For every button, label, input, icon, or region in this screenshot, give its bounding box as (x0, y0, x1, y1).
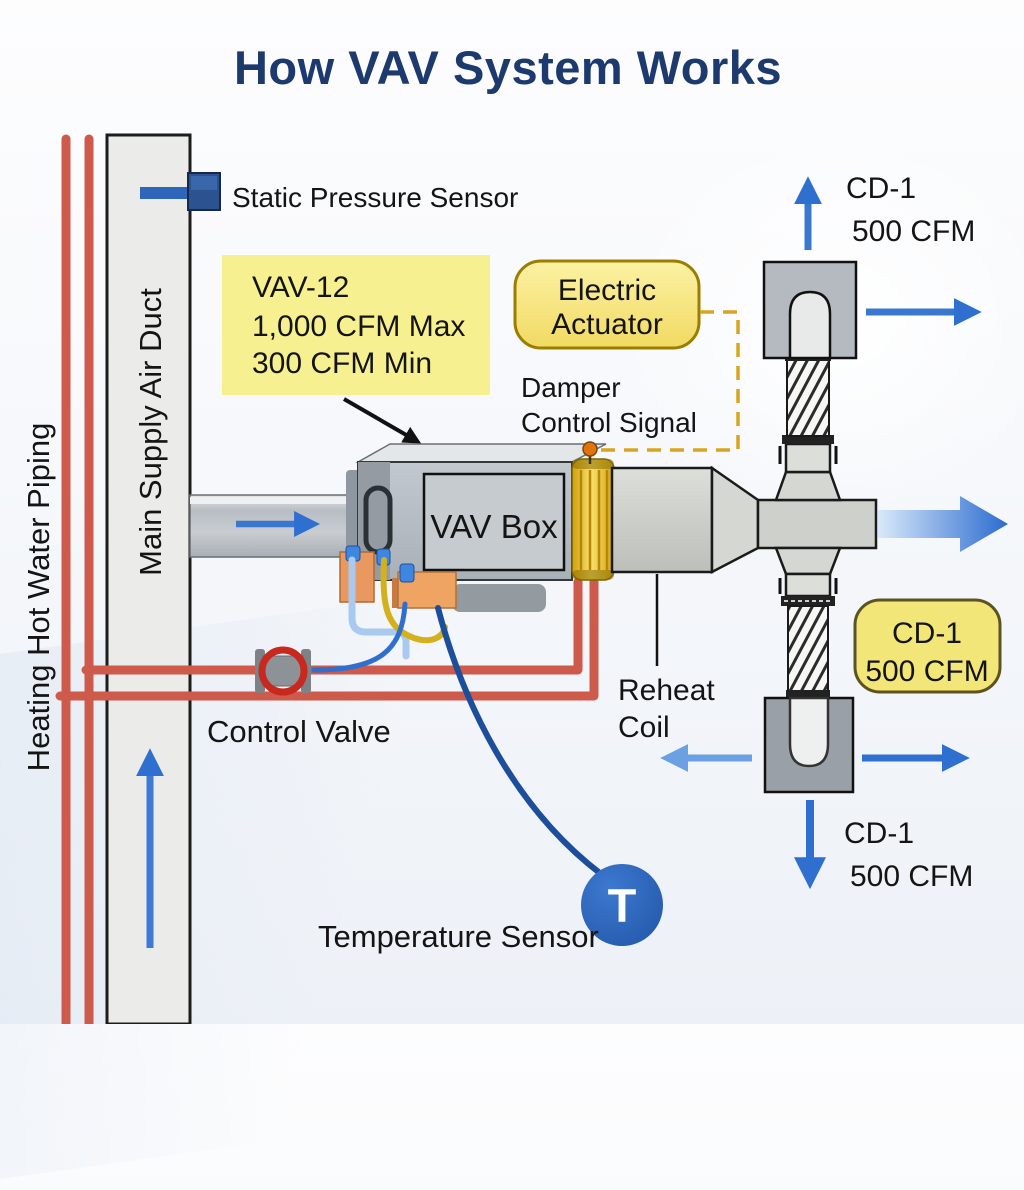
static-pressure-sensor-icon (140, 172, 221, 211)
reheat-coil-label: Reheat Coil (618, 674, 715, 744)
main-supply-duct: Main Supply Air Duct (105, 133, 192, 1024)
controller-block (397, 571, 457, 609)
hot-water-label: Heating Hot Water Piping (21, 423, 56, 772)
pneumatic-tube (348, 556, 410, 660)
vav-tag-line3: 300 CFM Min (252, 347, 432, 380)
yellow-wire (380, 557, 448, 644)
temp-sensor-wire (435, 605, 604, 877)
vav-tag-callout: VAV-12 1,000 CFM Max 300 CFM Min (222, 255, 490, 444)
upper-branch-duct (774, 351, 842, 502)
control-valve-label: Control Valve (207, 714, 391, 749)
reheat-line1: Reheat (618, 674, 715, 707)
vav-tag-line1: VAV-12 (252, 271, 349, 304)
control-valve-icon (255, 646, 311, 696)
static-pressure-label: Static Pressure Sensor (232, 182, 518, 213)
lower-branch-duct (774, 546, 842, 700)
branch-inlet-duct (189, 494, 363, 558)
signal-terminal-dot (582, 441, 598, 457)
flex-duct (786, 359, 830, 437)
reheat-line2: Coil (618, 711, 670, 744)
diffuser-bottom-cfm: 500 CFM (850, 860, 973, 893)
hot-water-risers (61, 134, 94, 1024)
diffuser-middle-callout: CD-1 500 CFM (853, 598, 1002, 694)
diffuser-bottom-label: CD-1 500 CFM (844, 817, 973, 893)
hot-water-branch-pipes (55, 577, 599, 701)
diffuser-middle-tag: CD-1 (892, 617, 962, 650)
reheat-coil-icon (571, 441, 615, 581)
vav-controls (311, 545, 604, 877)
actuator-line1: Electric (558, 274, 656, 307)
actuator-line2: Actuator (551, 308, 663, 341)
diffuser-top-label: CD-1 500 CFM (846, 172, 975, 248)
temperature-sensor-symbol: T (608, 879, 637, 932)
diffuser-bottom (763, 696, 855, 794)
damper-signal-line2: Control Signal (521, 407, 697, 438)
temperature-sensor-icon: T (581, 864, 663, 946)
diffuser-bottom-tag: CD-1 (844, 817, 914, 850)
diffuser-middle-cfm: 500 CFM (865, 655, 988, 688)
valve-control-wire (311, 601, 408, 673)
temperature-sensor-label: Temperature Sensor (318, 919, 599, 954)
diffuser-top (762, 260, 858, 360)
diffuser-top-tag: CD-1 (846, 172, 916, 205)
flex-duct (787, 605, 829, 695)
vav-tag-leader-arrow (342, 397, 422, 444)
page-title: How VAV System Works (234, 41, 782, 94)
vav-box-label: VAV Box (430, 508, 558, 545)
damper-signal-label: Damper Control Signal (521, 372, 697, 438)
electric-actuator-callout: Electric Actuator (513, 259, 701, 350)
discharge-duct (610, 465, 878, 575)
airflow-main-right-arrow (878, 496, 1008, 552)
diffuser-top-cfm: 500 CFM (852, 215, 975, 248)
main-duct-label: Main Supply Air Duct (133, 288, 168, 576)
vav-diagram: How VAV System Works Main Supply Air Duc… (21, 41, 1008, 1024)
vav-box-underside (452, 584, 546, 612)
damper-signal-line1: Damper (521, 372, 621, 403)
vav-tag-line2: 1,000 CFM Max (252, 310, 465, 343)
